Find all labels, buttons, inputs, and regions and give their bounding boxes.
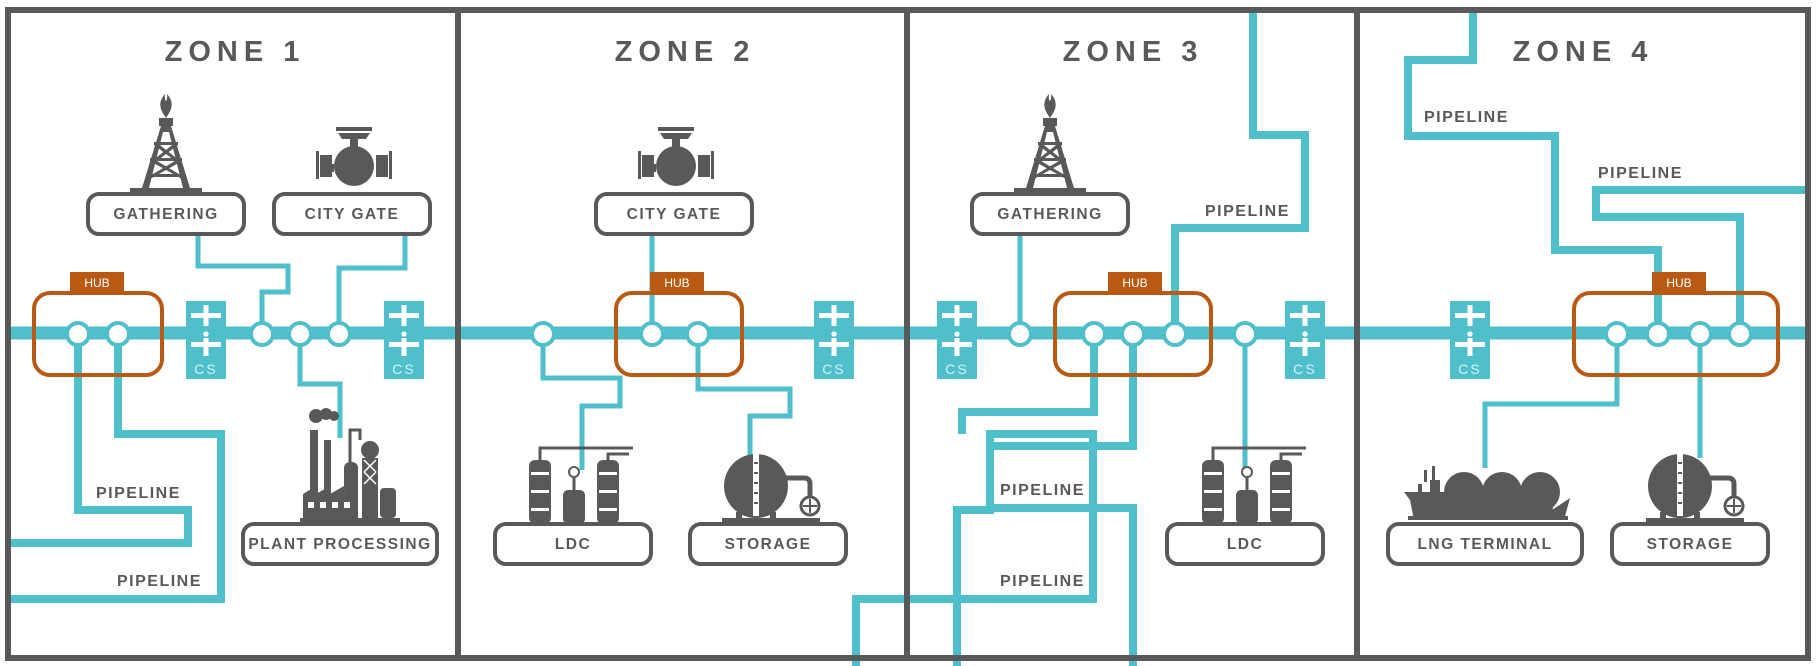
zone-1-title: ZONE 1 xyxy=(165,36,306,68)
city-gate-box xyxy=(594,192,754,236)
ldc-tanks-icon xyxy=(1194,446,1308,528)
storage-label: STORAGE xyxy=(1647,536,1734,553)
city-gate-label: CITY GATE xyxy=(305,206,400,223)
valve-icon xyxy=(316,127,392,186)
zone-4-title: ZONE 4 xyxy=(1513,36,1654,68)
pipeline-label: PIPELINE xyxy=(117,573,202,590)
hub-zone-1: HUB xyxy=(32,272,164,377)
lng-terminal-box xyxy=(1386,522,1584,566)
junction-node xyxy=(105,321,131,347)
junction-node xyxy=(1727,321,1753,347)
junction-node xyxy=(639,321,665,347)
zone1-hub-west-pipeline xyxy=(8,333,192,547)
hub-zone-3: HUB xyxy=(1053,272,1213,377)
zone4-lng-link xyxy=(1482,333,1620,468)
pipeline-label: PIPELINE xyxy=(1598,165,1683,182)
storage-box xyxy=(1610,522,1770,566)
compressor-station: CS xyxy=(186,301,226,379)
junction-node xyxy=(1162,321,1188,347)
plant-processing-box xyxy=(241,522,439,566)
zone4-east-pipeline xyxy=(1592,186,1808,333)
processing-plant-icon xyxy=(298,406,402,524)
ldc-box xyxy=(1165,522,1325,566)
zone-3-title: ZONE 3 xyxy=(1063,36,1204,68)
oil-derrick-icon xyxy=(130,94,202,192)
pipeline-label: PIPELINE xyxy=(1000,573,1085,590)
junction-node xyxy=(326,321,352,347)
zone2-storage-link xyxy=(695,333,793,458)
junction-node xyxy=(1687,321,1713,347)
compressor-station: CS xyxy=(1285,301,1325,379)
junction-node xyxy=(1604,321,1630,347)
pipeline-label: PIPELINE xyxy=(1000,482,1085,499)
zone2-zone3-crossing-pipeline xyxy=(852,430,1097,666)
ldc-label: LDC xyxy=(1227,536,1263,553)
compressor-label: CS xyxy=(392,361,415,377)
compressor-label: CS xyxy=(194,361,217,377)
compressor-label: CS xyxy=(1458,361,1481,377)
valve-icon xyxy=(638,127,714,186)
hub-label: HUB xyxy=(84,276,109,290)
zone-2-title: ZONE 2 xyxy=(615,36,756,68)
pipeline-label: PIPELINE xyxy=(1205,203,1290,220)
compressor-label: CS xyxy=(822,361,845,377)
junction-node xyxy=(530,321,556,347)
storage-tank-icon xyxy=(1646,454,1744,522)
compressor-label: CS xyxy=(1293,361,1316,377)
junction-node xyxy=(1232,321,1258,347)
compressor-station: CS xyxy=(814,301,854,379)
storage-box xyxy=(688,522,848,566)
city-gate-box xyxy=(272,192,432,236)
plant-processing-label: PLANT PROCESSING xyxy=(248,536,431,553)
zone-frame xyxy=(5,7,1811,661)
zone1-hub-south-pipeline xyxy=(8,333,225,603)
hub-label: HUB xyxy=(1122,276,1147,290)
junction-node xyxy=(249,321,275,347)
junction-node xyxy=(1007,321,1033,347)
zone3-north-pipeline xyxy=(1171,8,1309,333)
pipeline-label: PIPELINE xyxy=(96,485,181,502)
zone4-north-pipeline xyxy=(1404,8,1662,333)
zone1-citygate-link xyxy=(336,234,408,333)
compressor-station: CS xyxy=(1450,301,1490,379)
ldc-box xyxy=(493,522,653,566)
hub-label: HUB xyxy=(1666,276,1691,290)
city-gate-label: CITY GATE xyxy=(627,206,722,223)
junction-node xyxy=(1645,321,1671,347)
zone1-plant-link xyxy=(297,333,343,438)
junction-node xyxy=(1081,321,1107,347)
gathering-box xyxy=(970,192,1130,236)
gathering-label: GATHERING xyxy=(113,206,218,223)
zone3-hub-long-pipeline xyxy=(986,333,1137,666)
oil-derrick-icon xyxy=(1014,94,1086,192)
lng-terminal-label: LNG TERMINAL xyxy=(1417,536,1552,553)
hub-label: HUB xyxy=(664,276,689,290)
lng-ship-icon xyxy=(1404,466,1570,520)
zone2-ldc-link xyxy=(540,333,623,470)
hub-zone-2: HUB xyxy=(614,272,744,377)
compressor-label: CS xyxy=(945,361,968,377)
ldc-label: LDC xyxy=(555,536,591,553)
gathering-label: GATHERING xyxy=(997,206,1102,223)
junction-node xyxy=(685,321,711,347)
storage-label: STORAGE xyxy=(725,536,812,553)
pipeline-junctions xyxy=(65,321,1753,347)
ldc-tanks-icon xyxy=(521,446,635,528)
junction-node xyxy=(65,321,91,347)
junction-node xyxy=(287,321,313,347)
junction-node xyxy=(1120,321,1146,347)
zone1-gathering-link xyxy=(195,234,291,333)
storage-tank-icon xyxy=(722,454,820,522)
compressor-station: CS xyxy=(384,301,424,379)
gathering-box xyxy=(86,192,246,236)
hub-zone-4: HUB xyxy=(1572,272,1780,377)
compressor-station: CS xyxy=(937,301,977,379)
zone3-hub-south-pipeline xyxy=(958,333,1098,434)
pipeline-label: PIPELINE xyxy=(1424,109,1509,126)
